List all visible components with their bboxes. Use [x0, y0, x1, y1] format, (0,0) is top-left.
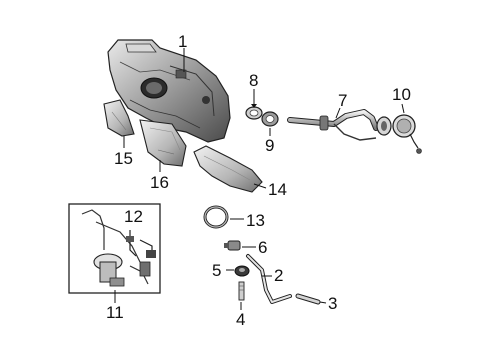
callout-9: 9 — [265, 136, 275, 155]
callout-7: 7 — [338, 91, 348, 110]
hose-drawing — [295, 293, 327, 305]
callout-2: 2 — [274, 266, 284, 285]
heat-shield-drawing — [193, 145, 267, 193]
ring-drawing — [261, 111, 279, 136]
filler-pipe-drawing — [287, 107, 392, 141]
lock-ring-drawing — [203, 205, 244, 229]
callout-15: 15 — [114, 149, 133, 168]
callout-12: 12 — [124, 207, 143, 226]
fuel-cap-drawing — [392, 103, 422, 154]
callout-4: 4 — [236, 310, 246, 329]
callout-5: 5 — [212, 261, 222, 280]
grommet-drawing — [226, 265, 250, 277]
callout-6: 6 — [258, 238, 268, 257]
callout-3: 3 — [328, 294, 338, 313]
callout-10: 10 — [392, 85, 411, 104]
fuel-tank-drawing — [107, 39, 231, 143]
callout-13: 13 — [246, 211, 265, 230]
stud-drawing — [238, 281, 245, 310]
seal-drawing — [245, 89, 263, 120]
callout-14: 14 — [268, 180, 287, 199]
shield-left-drawing — [103, 99, 135, 148]
fuel-pump-module-drawing — [68, 203, 161, 303]
callout-11: 11 — [106, 303, 124, 322]
pump-wiring-drawing — [126, 230, 156, 258]
shield-center-drawing — [139, 119, 187, 172]
fitting-drawing — [224, 240, 256, 251]
callout-8: 8 — [249, 71, 259, 90]
callout-16: 16 — [150, 173, 169, 192]
vent-tube-drawing — [246, 254, 292, 304]
callout-1: 1 — [178, 32, 188, 51]
